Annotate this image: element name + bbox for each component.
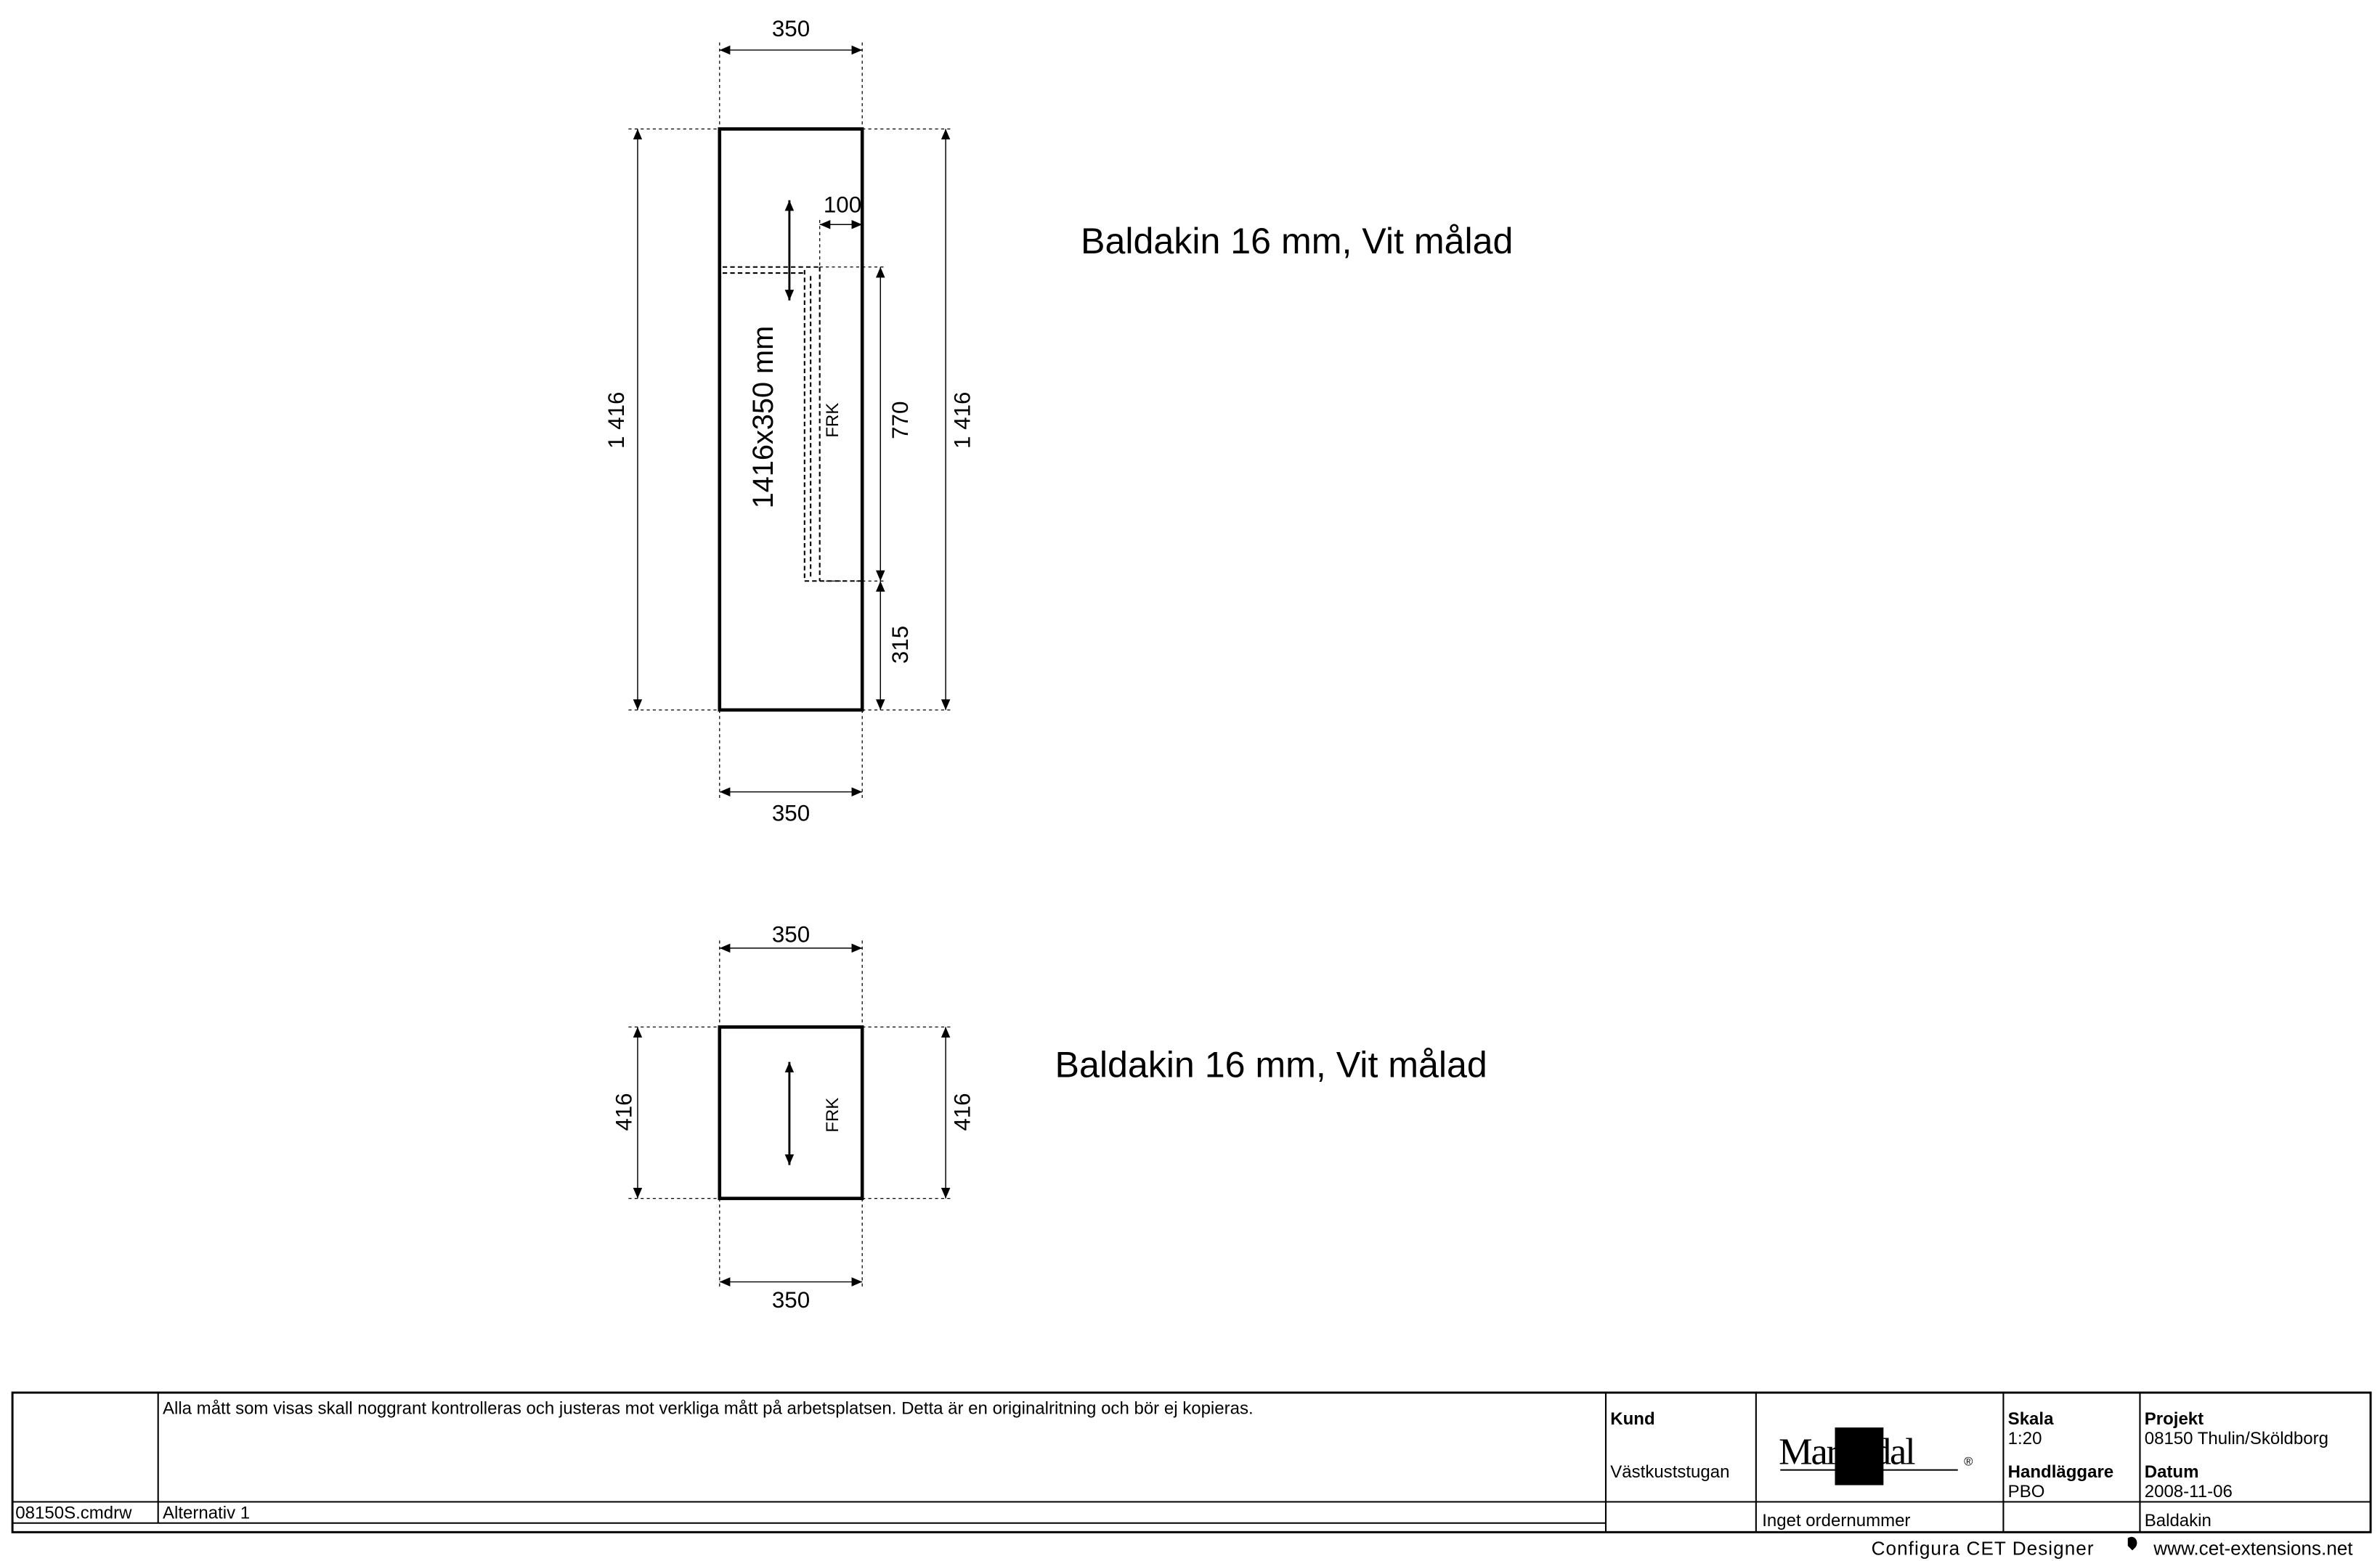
datum-label: Datum — [2145, 1462, 2199, 1482]
panel-outline — [718, 127, 864, 712]
dim-100: 100 — [824, 192, 861, 218]
dim-left: 416 — [612, 1093, 637, 1130]
direction-label: FRK — [823, 403, 842, 438]
drawing-title: Baldakin 16 mm, Vit målad — [1055, 1044, 1487, 1085]
footer: Configura CET Designer www.cet-extension… — [1872, 1536, 2353, 1560]
dim-right: 1 416 — [950, 392, 975, 449]
hidden-cutout-lines — [722, 266, 863, 582]
website-url: www.cet-extensions.net — [2153, 1538, 2353, 1560]
dim-right: 416 — [950, 1093, 975, 1130]
software-name: Configura CET Designer — [1872, 1538, 2095, 1560]
marbodal-logo: Marbodal ® — [1779, 1427, 1973, 1485]
alternative: Alternativ 1 — [163, 1503, 250, 1523]
svg-text:®: ® — [1964, 1454, 1973, 1468]
handlaggare-value: PBO — [2008, 1482, 2045, 1501]
drawing-title: Baldakin 16 mm, Vit målad — [1081, 221, 1513, 261]
svg-text:Marbodal: Marbodal — [1779, 1430, 1915, 1472]
handlaggare-label: Handläggare — [2008, 1462, 2113, 1482]
projekt-label: Projekt — [2145, 1409, 2204, 1429]
item-name: Baldakin — [2145, 1511, 2212, 1531]
panel-drawing-1: 350 350 1 416 1 416 770 315 100 1416x350… — [604, 16, 1513, 826]
title-block: Alla mått som visas skall noggrant kontr… — [11, 1391, 2372, 1533]
dim-top: 350 — [772, 16, 810, 41]
dim-bottom: 350 — [772, 1287, 810, 1313]
kund-value: Västkuststugan — [1610, 1462, 1729, 1482]
cet-leaf-icon — [2127, 1536, 2137, 1551]
size-label: 1416x350 mm — [747, 326, 779, 509]
dim-315: 315 — [888, 626, 913, 664]
order-number: Inget ordernummer — [1762, 1511, 1910, 1531]
kund-label: Kund — [1610, 1409, 1654, 1429]
panel-outline — [718, 1025, 864, 1200]
datum-value: 2008-11-06 — [2145, 1482, 2233, 1501]
skala-value: 1:20 — [2008, 1429, 2042, 1448]
dim-bottom: 350 — [772, 800, 810, 826]
dim-left: 1 416 — [604, 392, 629, 449]
dim-top: 350 — [772, 922, 810, 947]
projekt-value: 08150 Thulin/Sköldborg — [2145, 1429, 2328, 1448]
direction-label: FRK — [823, 1098, 842, 1133]
file-name: 08150S.cmdrw — [15, 1503, 132, 1523]
panel-drawing-2: 350 350 416 416 FRK Baldakin 16 mm, Vit … — [612, 922, 1487, 1313]
skala-label: Skala — [2008, 1409, 2054, 1429]
disclaimer: Alla mått som visas skall noggrant kontr… — [163, 1398, 1254, 1418]
dim-770: 770 — [888, 402, 913, 439]
